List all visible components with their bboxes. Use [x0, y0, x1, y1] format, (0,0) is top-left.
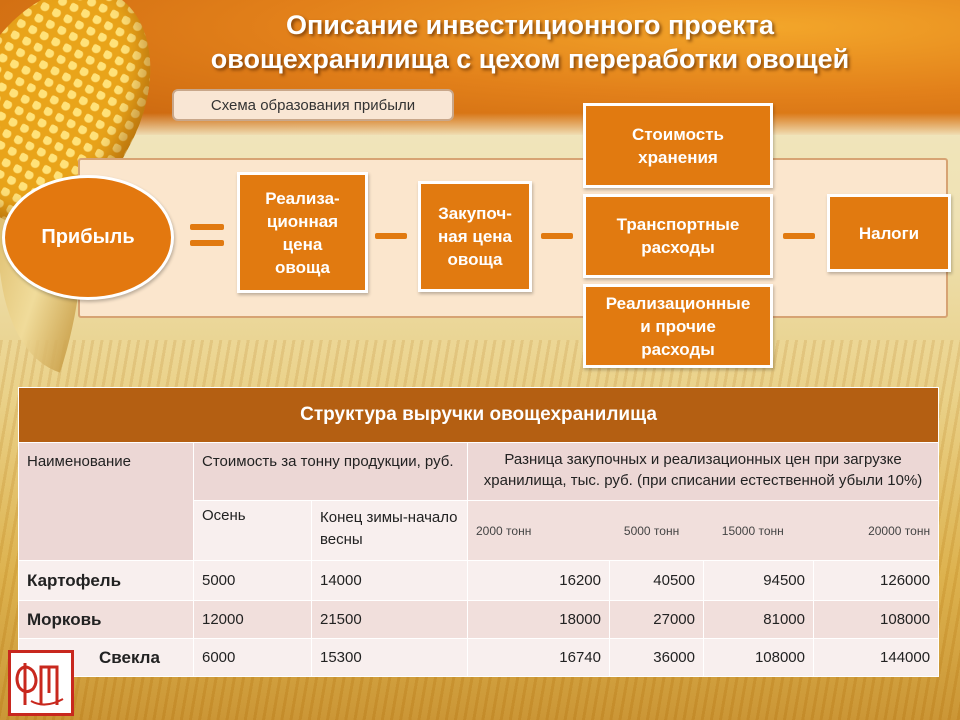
tonnage-header: 20000 тонн: [868, 523, 931, 538]
title-line-2: овощехранилища с цехом переработки овоще…: [210, 44, 850, 74]
storage-cost-line: Стоимость: [632, 124, 724, 144]
cell-value: 126000: [812, 560, 940, 601]
logo-mark-icon: [11, 653, 71, 713]
tonnage-header: 5000 тонн: [623, 523, 680, 538]
storage-cost-line: хранения: [638, 147, 718, 167]
equals-sign-bottom: [190, 240, 224, 246]
col-header-diff: Разница закупочных и реализационных цен …: [466, 442, 940, 501]
sales-costs-line: и прочие: [640, 316, 716, 336]
purchase-price-line: Закупоч-: [438, 204, 512, 223]
sales-costs-line: расходы: [641, 339, 715, 359]
storage-cost-box: Стоимость хранения: [583, 103, 773, 188]
revenue-table: Структура выручки овощехранилища Наимено…: [17, 387, 940, 677]
transport-cost-line: Транспортные: [616, 215, 740, 234]
minus-sign-2: [541, 233, 573, 239]
cell-value: 16740: [467, 638, 610, 677]
col-header-name: Наименование: [18, 442, 194, 561]
cell-autumn: 6000: [193, 638, 312, 677]
transport-cost-line: расходы: [641, 238, 715, 257]
sale-price-line: Реализа-: [265, 188, 340, 208]
cell-value: 36000: [609, 638, 704, 677]
sale-price-line: цена: [282, 234, 323, 254]
tonnage-header-row: 2000 тонн 5000 тонн 15000 тонн 20000 тон…: [466, 500, 940, 561]
minus-sign-3: [783, 233, 815, 239]
schema-label: Схема образования прибыли: [172, 89, 454, 121]
row-label: Морковь: [18, 600, 194, 639]
cell-value: 27000: [609, 600, 704, 639]
minus-sign-1: [375, 233, 407, 239]
cell-value: 40500: [609, 560, 704, 601]
sale-price-line: ционная: [266, 211, 339, 231]
slide-title: Описание инвестиционного проекта овощехр…: [120, 8, 940, 76]
sub-header-spring: Конец зимы-начало весны: [311, 500, 468, 561]
sale-price-box: Реализа- ционная цена овоща: [237, 172, 368, 293]
cell-value: 108000: [812, 600, 940, 639]
purchase-price-box: Закупоч- ная цена овоща: [418, 181, 532, 292]
tonnage-header: 2000 тонн: [476, 523, 532, 538]
title-line-1: Описание инвестиционного проекта: [285, 10, 775, 40]
company-logo: [8, 650, 74, 716]
sales-costs-line: Реализационные: [605, 293, 751, 313]
equals-sign-top: [190, 224, 224, 230]
cell-spring: 14000: [311, 560, 468, 601]
purchase-price-line: ная цена: [438, 227, 512, 246]
cell-value: 16200: [467, 560, 610, 601]
col-header-name-text: Наименование: [27, 453, 131, 470]
cell-value: 18000: [467, 600, 610, 639]
taxes-box: Налоги: [827, 194, 951, 272]
cell-autumn: 12000: [193, 600, 312, 639]
sub-header-autumn: Осень: [193, 500, 312, 561]
cell-autumn: 5000: [193, 560, 312, 601]
sale-price-line: овоща: [274, 257, 330, 277]
taxes-label: Налоги: [858, 223, 920, 243]
cell-spring: 21500: [311, 600, 468, 639]
transport-cost-box: Транспортные расходы: [583, 194, 773, 278]
cell-value: 94500: [703, 560, 814, 601]
row-label: Картофель: [18, 560, 194, 601]
col-header-cost: Стоимость за тонну продукции, руб.: [193, 442, 468, 501]
cell-value: 144000: [812, 638, 940, 677]
profit-oval: Прибыль: [2, 175, 174, 300]
cell-value: 108000: [703, 638, 814, 677]
table-caption: Структура выручки овощехранилища: [17, 387, 940, 443]
sales-costs-box: Реализационные и прочие расходы: [583, 284, 773, 368]
cell-spring: 15300: [311, 638, 468, 677]
purchase-price-line: овоща: [447, 250, 503, 269]
tonnage-header: 15000 тонн: [721, 523, 784, 538]
cell-value: 81000: [703, 600, 814, 639]
